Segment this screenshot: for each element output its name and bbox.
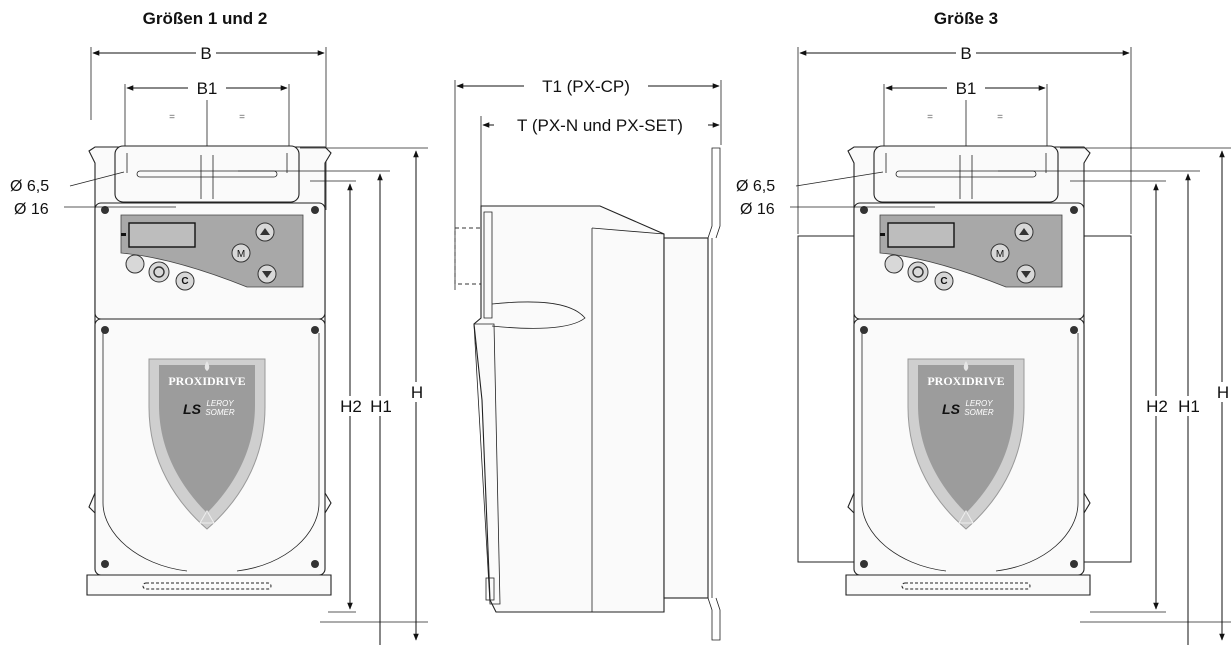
dim-h2-label-left: H2 [340,397,362,416]
dim-b-label-left: B [200,44,211,63]
dim-t-label: T (PX-N und PX-SET) [517,116,683,135]
equal-mark-left-a: = [169,112,175,123]
hole-diameter-small-label-left: Ø 6,5 [10,178,49,195]
brand-logo-left: PROXIDRIVE LS LEROY SOMER [168,374,245,417]
hole-diameter-small-label-right: Ø 6,5 [736,178,775,195]
right-figure-title: Größe 3 [934,9,998,28]
maker-line1-left: LEROY [206,399,234,408]
dim-t1-mask [524,76,648,96]
dim-t1-label: T1 (PX-CP) [542,77,630,96]
dim-h-label-right: H [1217,383,1229,402]
mode-key-left: M [237,249,245,260]
hole-diameter-small-leader-left [69,171,125,187]
front-view-size-1-2 [86,145,332,596]
keypad-labels-left: M C [181,249,245,287]
dim-h1-mask-right [1176,396,1202,416]
dim-b1-label-left: B1 [197,79,218,98]
hole-diameter-large-label-right: Ø 16 [740,201,775,218]
dim-b1-mask-left [188,78,226,98]
dim-h1-label-left: H1 [370,397,392,416]
product-logo-right: PROXIDRIVE [927,374,1004,388]
dim-b1-label-right: B1 [956,79,977,98]
brand-logo-right: PROXIDRIVE LS LEROY SOMER [927,374,1004,417]
reset-key-right: C [940,276,947,287]
dim-h1-mask-left [368,396,394,416]
side-view [454,147,721,641]
hole-diameter-small-leader-right [795,171,884,187]
equal-mark-right-a: = [927,112,933,123]
dim-h1-label-right: H1 [1178,397,1200,416]
dim-h2-mask-right [1144,396,1170,416]
dim-h-mask-left [408,382,426,402]
dim-b-mask-right [956,42,976,62]
dim-h-mask-right [1214,382,1231,402]
equal-mark-left-b: = [239,112,245,123]
dim-b1-mask-right [947,78,985,98]
reset-key-left: C [181,276,188,287]
maker-line2-right: SOMER [964,408,994,417]
dim-h2-mask-left [338,396,364,416]
dim-b-label-right: B [960,44,971,63]
left-figure-title: Größen 1 und 2 [143,9,268,28]
maker-line1-right: LEROY [965,399,993,408]
dim-h2-label-right: H2 [1146,397,1168,416]
keypad-labels-right: M C [940,249,1004,287]
dim-h-label-left: H [411,383,423,402]
mode-key-right: M [996,249,1004,260]
maker-mark-left: LS [183,401,202,417]
equal-mark-right-b: = [997,112,1003,123]
dim-b-mask-left [196,42,216,62]
hole-diameter-large-label-left: Ø 16 [14,201,49,218]
dim-t-mask [494,115,708,135]
product-logo-left: PROXIDRIVE [168,374,245,388]
maker-mark-right: LS [942,401,961,417]
front-view-size-3 [845,145,1091,596]
maker-line2-left: SOMER [205,408,235,417]
